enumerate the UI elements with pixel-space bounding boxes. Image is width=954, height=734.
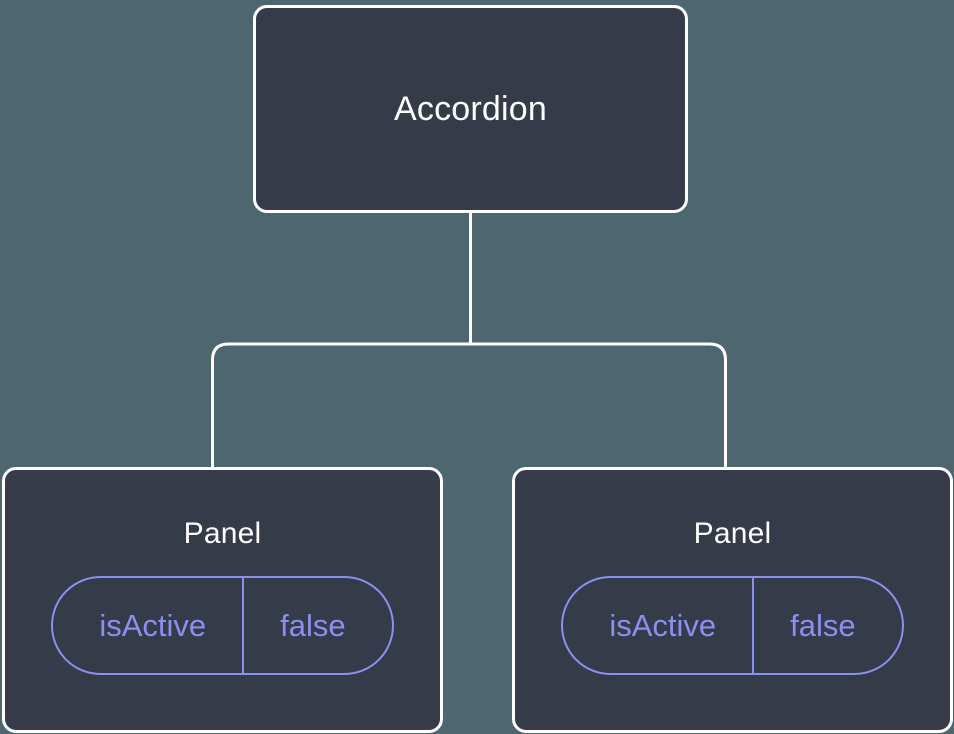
prop-key-right: isActive — [563, 578, 755, 673]
node-panel-right[interactable]: Panel isActive false — [512, 467, 953, 733]
node-panel-right-label: Panel — [693, 517, 772, 550]
node-accordion[interactable]: Accordion — [253, 5, 688, 213]
edge-to-panel-right — [470, 342, 727, 467]
node-accordion-label: Accordion — [394, 90, 547, 128]
node-panel-left-label: Panel — [183, 517, 262, 550]
prop-badge-right[interactable]: isActive false — [561, 576, 904, 675]
prop-value-left: false — [280, 608, 346, 643]
edge-to-panel-left — [211, 342, 471, 467]
prop-key-left: isActive — [53, 578, 245, 673]
prop-badge-left[interactable]: isActive false — [51, 576, 394, 675]
node-panel-left[interactable]: Panel isActive false — [2, 467, 443, 733]
prop-value-right: false — [790, 608, 856, 643]
